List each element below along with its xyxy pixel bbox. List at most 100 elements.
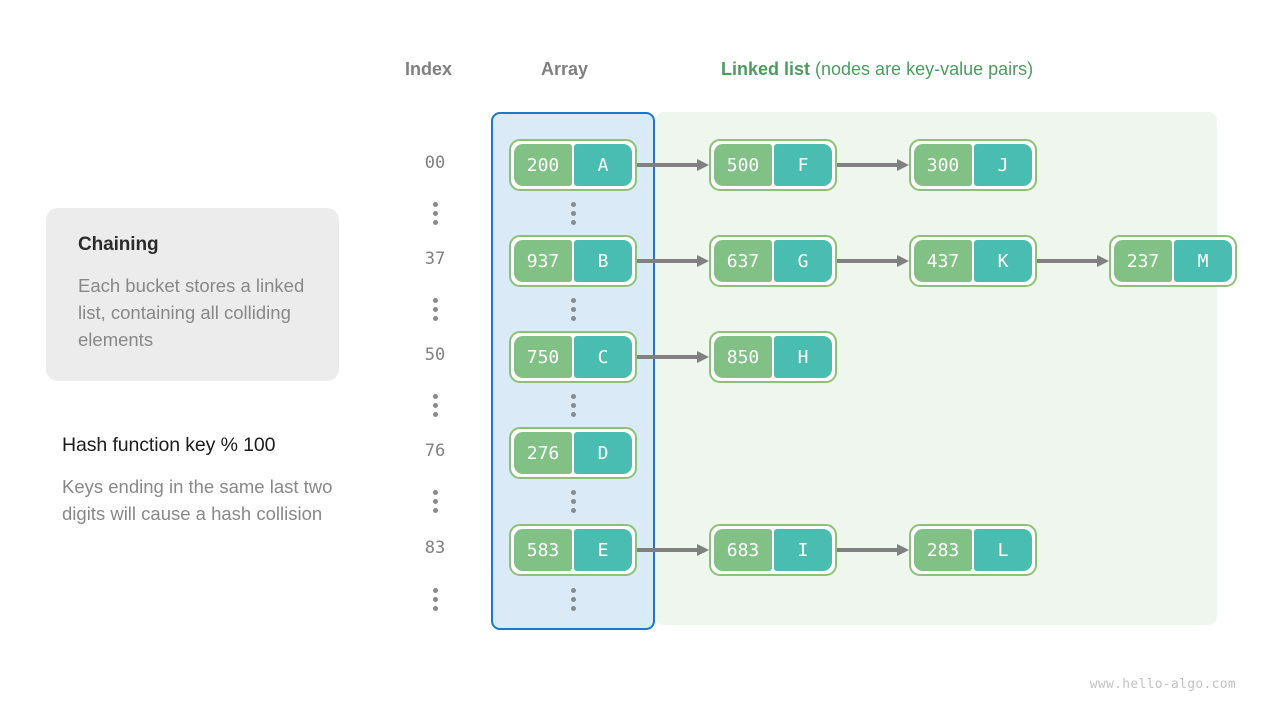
- node-value: C: [574, 336, 632, 378]
- node-value: A: [574, 144, 632, 186]
- ellipsis-dot: [432, 597, 438, 602]
- ellipsis-dot: [432, 412, 438, 417]
- index-label-00: 00: [424, 153, 446, 173]
- ellipsis-dot: [570, 202, 576, 207]
- node-value: L: [974, 529, 1032, 571]
- next-pointer-arrow-icon: [1037, 255, 1109, 267]
- node-key: 583: [514, 529, 572, 571]
- hash-function-body: Keys ending in the same last two digits …: [62, 476, 333, 524]
- node-value: J: [974, 144, 1032, 186]
- ellipsis-dot: [432, 394, 438, 399]
- node-value: M: [1174, 240, 1232, 282]
- ellipsis-dot: [432, 508, 438, 513]
- ellipsis-dot: [432, 298, 438, 303]
- ellipsis-dot: [570, 606, 576, 611]
- chaining-card-body: Each bucket stores a linked list, contai…: [78, 275, 305, 350]
- next-pointer-arrow-icon: [837, 544, 909, 556]
- ellipsis-dot: [570, 412, 576, 417]
- node-value: D: [574, 432, 632, 474]
- arrow-head: [897, 159, 909, 171]
- ellipsis-dot: [570, 588, 576, 593]
- ellipsis-dot: [570, 499, 576, 504]
- arrow-head: [897, 255, 909, 267]
- node-value: B: [574, 240, 632, 282]
- arrow-shaft: [837, 259, 899, 263]
- arrow-shaft: [837, 548, 899, 552]
- next-pointer-arrow-icon: [637, 351, 709, 363]
- index-label-50: 50: [424, 345, 446, 365]
- node-key: 300: [914, 144, 972, 186]
- ellipsis-icon: [560, 202, 586, 225]
- ellipsis-dot: [432, 211, 438, 216]
- ellipsis-dot: [570, 508, 576, 513]
- node-key: 850: [714, 336, 772, 378]
- next-pointer-arrow-icon: [837, 255, 909, 267]
- ellipsis-dot: [570, 298, 576, 303]
- ellipsis-dot: [432, 588, 438, 593]
- node-value: I: [774, 529, 832, 571]
- ellipsis-dot: [570, 403, 576, 408]
- node-key: 283: [914, 529, 972, 571]
- ellipsis-icon: [422, 588, 448, 611]
- ellipsis-dot: [432, 490, 438, 495]
- ellipsis-dot: [570, 490, 576, 495]
- arrow-shaft: [637, 355, 699, 359]
- ellipsis-dot: [432, 403, 438, 408]
- ellipsis-dot: [570, 307, 576, 312]
- node-key: 500: [714, 144, 772, 186]
- ellipsis-dot: [570, 394, 576, 399]
- node-key: 437: [914, 240, 972, 282]
- ellipsis-icon: [560, 490, 586, 513]
- ellipsis-icon: [422, 298, 448, 321]
- arrow-shaft: [637, 259, 699, 263]
- ellipsis-icon: [422, 490, 448, 513]
- index-label-37: 37: [424, 249, 446, 269]
- next-pointer-arrow-icon: [837, 159, 909, 171]
- node-key: 750: [514, 336, 572, 378]
- ellipsis-dot: [432, 499, 438, 504]
- chaining-card-title: Chaining: [78, 234, 159, 255]
- node-key: 276: [514, 432, 572, 474]
- arrow-shaft: [637, 163, 699, 167]
- column-header-array: Array: [541, 59, 589, 79]
- ellipsis-dot: [432, 316, 438, 321]
- arrow-shaft: [837, 163, 899, 167]
- arrow-head: [697, 255, 709, 267]
- next-pointer-arrow-icon: [637, 544, 709, 556]
- ellipsis-dot: [432, 606, 438, 611]
- ellipsis-dot: [570, 316, 576, 321]
- arrow-head: [1097, 255, 1109, 267]
- ellipsis-dot: [432, 307, 438, 312]
- arrow-head: [897, 544, 909, 556]
- linked-list-label: Linked list: [721, 59, 811, 79]
- chaining-card: Chaining Each bucket stores a linked lis…: [46, 208, 339, 381]
- hash-function-section: Hash function key % 100 Keys ending in t…: [46, 434, 346, 527]
- column-header-index: Index: [405, 59, 453, 79]
- index-label-83: 83: [424, 538, 446, 558]
- left-explanation-panel: Chaining Each bucket stores a linked lis…: [46, 208, 346, 527]
- watermark: www.hello-algo.com: [1089, 677, 1236, 692]
- node-value: F: [774, 144, 832, 186]
- node-value: K: [974, 240, 1032, 282]
- linked-list-subtitle: (nodes are key-value pairs): [810, 59, 1034, 79]
- node-key: 937: [514, 240, 572, 282]
- arrow-shaft: [637, 548, 699, 552]
- arrow-head: [697, 351, 709, 363]
- node-value: H: [774, 336, 832, 378]
